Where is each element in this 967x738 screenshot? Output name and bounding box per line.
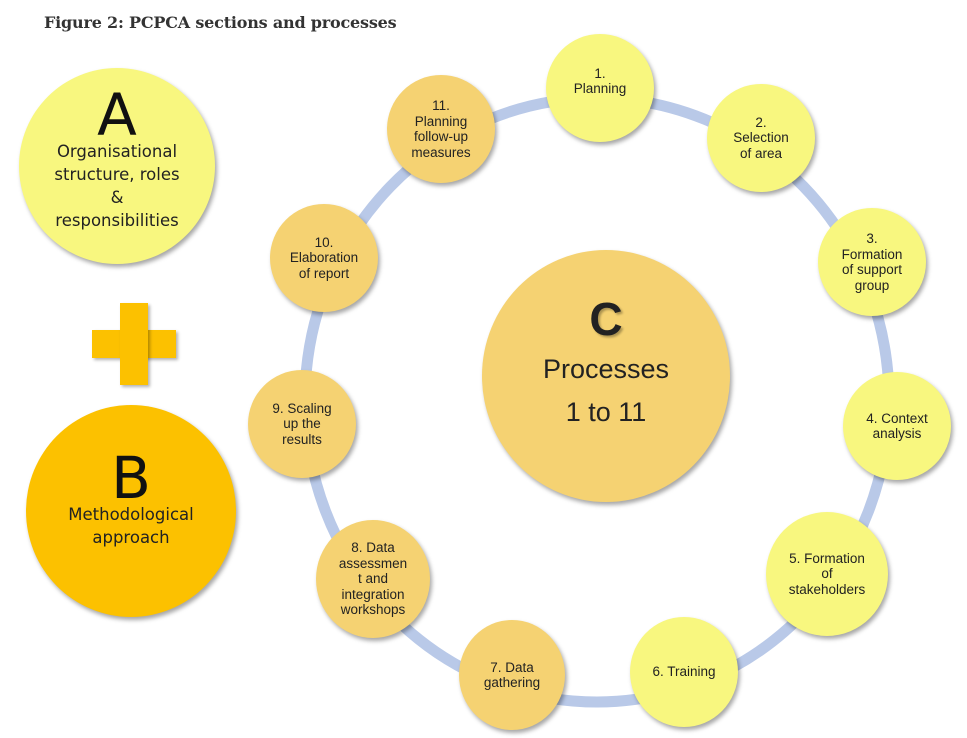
process-node-label: 3. Formation of support group <box>841 231 903 293</box>
section-c-circle: C Processes 1 to 11 <box>482 250 730 502</box>
process-node-7: 7. Data gathering <box>459 620 565 730</box>
section-c-letter: C <box>589 293 623 345</box>
process-node-1: 1. Planning <box>546 34 654 142</box>
process-node-6: 6. Training <box>630 617 738 727</box>
process-node-4: 4. Context analysis <box>843 372 951 480</box>
process-node-8: 8. Data assessmen t and integration work… <box>316 520 430 638</box>
section-b-letter: B <box>111 444 151 512</box>
section-a-text: Organisational structure, roles & respon… <box>54 142 180 230</box>
process-node-label: 4. Context analysis <box>866 410 928 442</box>
process-node-label: 9. Scaling up the results <box>272 400 332 447</box>
process-node-5: 5. Formation of stakeholders <box>766 512 888 636</box>
section-a-circle: A Organisational structure, roles & resp… <box>19 68 215 264</box>
section-c-text: Processes 1 to 11 <box>542 354 670 427</box>
section-b-circle: B Methodological approach <box>26 405 236 617</box>
plus-icon <box>92 303 176 385</box>
figure-title: Figure 2: PCPCA sections and processes <box>44 13 397 32</box>
process-node-label: 2. Selection of area <box>733 114 789 161</box>
process-node-11: 11. Planning follow-up measures <box>387 75 495 183</box>
process-node-label: 6. Training <box>652 664 716 680</box>
process-node-2: 2. Selection of area <box>707 84 815 192</box>
process-node-label: 1. Planning <box>573 65 627 97</box>
process-node-label: 10. Elaboration of report <box>289 234 359 281</box>
process-node-9: 9. Scaling up the results <box>248 370 356 478</box>
process-node-label: 11. Planning follow-up measures <box>411 98 471 160</box>
process-node-label: 7. Data gathering <box>483 659 541 691</box>
process-node-10: 10. Elaboration of report <box>270 204 378 312</box>
section-b-text: Methodological approach <box>68 505 194 547</box>
process-node-label: 5. Formation of stakeholders <box>788 550 866 597</box>
process-node-label: 8. Data assessmen t and integration work… <box>338 540 408 618</box>
section-a-letter: A <box>97 81 137 149</box>
process-node-3: 3. Formation of support group <box>818 208 926 316</box>
